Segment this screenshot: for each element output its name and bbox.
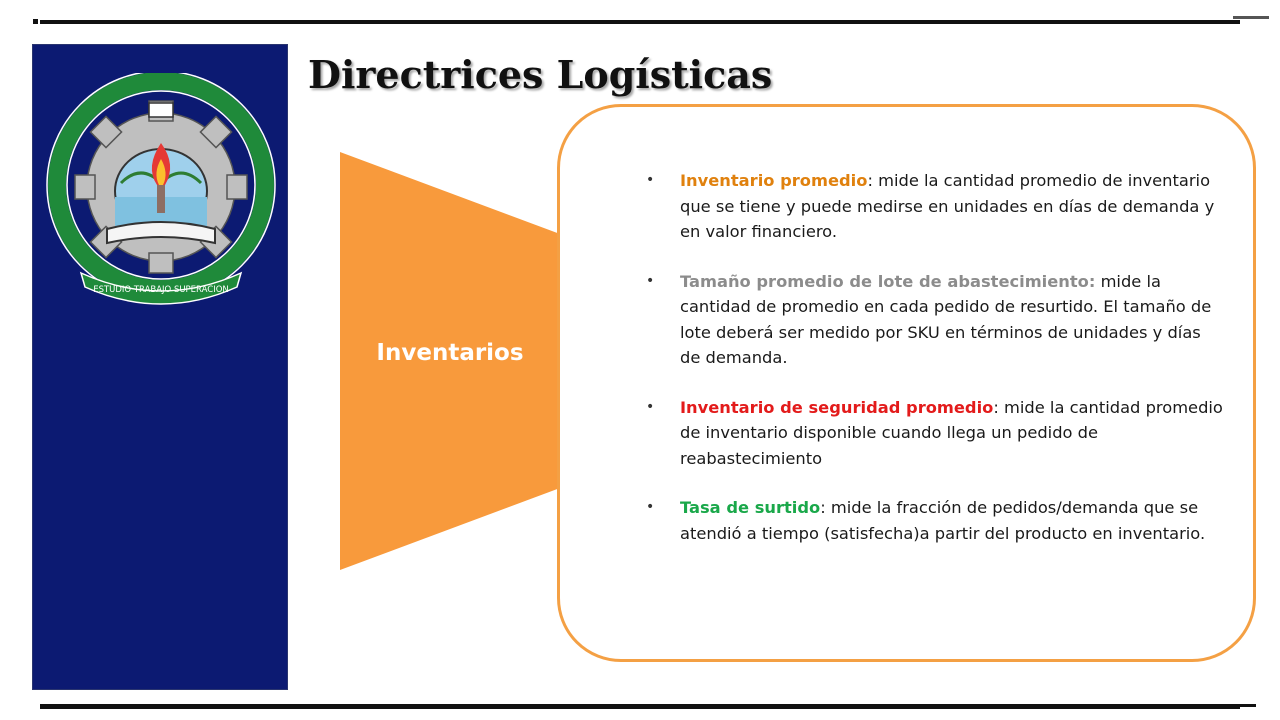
term-inventario-seguridad: Inventario de seguridad promedio — [680, 397, 994, 417]
description: : mide la cantidad promedio de inventari… — [680, 171, 1215, 241]
institution-logo-icon: ESTUDIO TRABAJO SUPERACION — [37, 73, 285, 313]
term-inventario-promedio: Inventario promedio — [680, 171, 868, 190]
list-item: • Inventario promedio: mide la cantidad … — [646, 168, 1226, 245]
bullet-icon: • — [646, 272, 655, 289]
term-tasa-surtido: Tasa de surtido — [680, 498, 821, 517]
bullet-list: • Inventario promedio: mide la cantidad … — [646, 168, 1226, 570]
bullet-icon: • — [646, 172, 655, 188]
page-title: Directrices Logísticas — [308, 52, 773, 97]
description: : mide la cantidad promedio de inventari… — [680, 397, 1223, 468]
list-item: • Tamaño promedio de lote de abastecimie… — [646, 269, 1226, 371]
bullet-icon: • — [646, 499, 655, 515]
logo-motto: ESTUDIO TRABAJO SUPERACION — [93, 285, 229, 295]
bottom-rule-end — [1240, 704, 1256, 707]
side-panel: ESTUDIO TRABAJO SUPERACION — [32, 44, 288, 690]
top-rule — [40, 20, 1240, 24]
funnel-shape — [340, 152, 560, 570]
list-item: • Tasa de surtido: mide la fracción de p… — [646, 495, 1226, 546]
category-label: Inventarios — [376, 340, 524, 366]
term-tamano-lote: Tamaño promedio de lote de abastecimient… — [680, 271, 1096, 291]
description: mide la cantidad de promedio en cada ped… — [680, 271, 1212, 368]
list-item: • Inventario de seguridad promedio: mide… — [646, 395, 1226, 472]
bullet-icon: • — [646, 398, 655, 415]
content-box — [557, 104, 1256, 662]
description: : mide la fracción de pedidos/demanda qu… — [680, 498, 1206, 543]
top-rule-end — [1233, 16, 1269, 19]
top-rule-tick — [33, 19, 38, 24]
bottom-rule — [40, 704, 1240, 709]
